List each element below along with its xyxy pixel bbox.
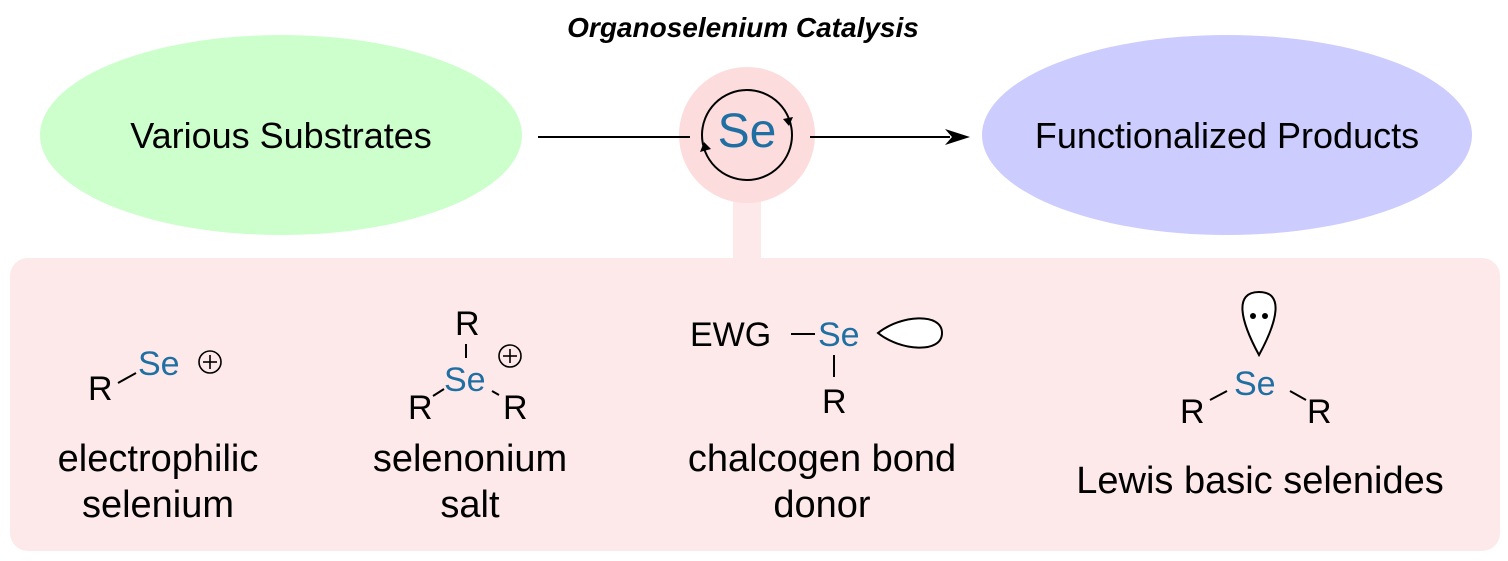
type2-se-atom: Se (444, 361, 486, 399)
type2-caption-line2: salt (440, 484, 500, 526)
type2-caption-line1: selenonium (372, 438, 568, 480)
type4-r-right-atom: R (1307, 393, 1332, 431)
products-label: Functionalized Products (1034, 115, 1420, 156)
catalyst-se-label: Se (717, 105, 777, 158)
cycle-arrowhead-left (700, 142, 711, 152)
type2-r-left-atom: R (408, 389, 433, 427)
type3-se-atom: Se (818, 316, 860, 354)
type2-r-right-atom: R (503, 389, 528, 427)
plus-charge-1 (198, 350, 222, 374)
lone-pair-dot-1 (1250, 313, 1256, 319)
diagram-title: Organoselenium Catalysis (567, 12, 919, 43)
cycle-arrowhead-right (783, 117, 793, 126)
sigma-hole-lobe (876, 317, 944, 349)
arrow-head (945, 129, 970, 145)
bond-r-se-4-left (1209, 390, 1228, 401)
selenium-types-panel (10, 258, 1500, 551)
products-ellipse (982, 35, 1472, 235)
type4-caption: Lewis basic selenides (1076, 460, 1444, 502)
bond-r-se-1 (117, 372, 137, 384)
lone-pair-dot-2 (1262, 313, 1268, 319)
lone-pair-lobe (1241, 290, 1277, 358)
type1-se-atom: Se (138, 345, 180, 383)
type1-r-atom: R (88, 370, 113, 408)
substrates-ellipse (40, 35, 522, 235)
type1-caption-line1: electrophilic (57, 438, 259, 480)
type2-r-top-atom: R (455, 305, 480, 343)
type4-r-left-atom: R (1180, 393, 1205, 431)
bond-se-r-right (491, 390, 500, 396)
type3-caption-line1: chalcogen bond (687, 438, 957, 480)
plus-charge-2 (498, 344, 522, 368)
catalyst-circle-bg (679, 67, 815, 203)
substrates-label: Various Substrates (130, 115, 432, 156)
type3-r-atom: R (822, 383, 847, 421)
type4-se-atom: Se (1234, 365, 1276, 403)
type3-ewg-group: EWG (690, 316, 772, 354)
bond-se-r-4-right (1289, 390, 1307, 401)
type1-caption-line2: selenium (81, 484, 235, 526)
catalytic-cycle-ring (701, 89, 793, 181)
type3-caption-line2: donor (773, 484, 871, 526)
bond-se-r-left (432, 388, 445, 397)
